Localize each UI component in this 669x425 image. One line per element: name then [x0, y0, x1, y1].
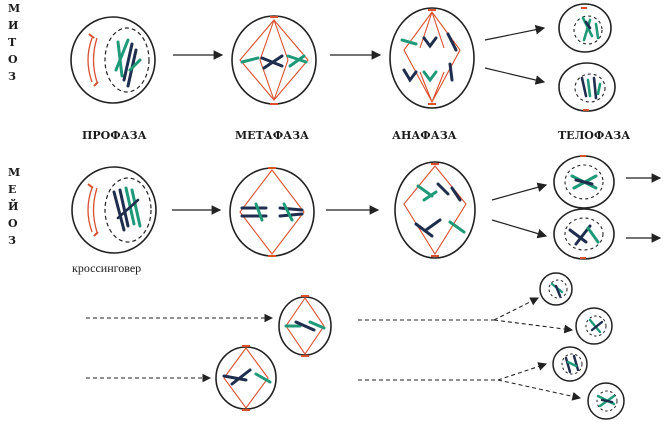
mitosis-letter: М	[8, 2, 20, 15]
dashed-arrow	[493, 319, 574, 334]
meiosis-telophase1-cell-top	[553, 155, 615, 209]
arrow	[484, 24, 546, 41]
phase-label-anaphase: АНАФАЗА	[392, 129, 457, 142]
meiosis-letter: О	[8, 217, 18, 230]
meiosis-telophase1-cell-bottom	[553, 208, 615, 260]
gamete-cell-1	[539, 272, 573, 306]
gamete-cell-4	[587, 382, 625, 420]
meiosis-letter: Е	[8, 183, 16, 196]
dashed-arrow	[493, 297, 539, 321]
mitosis-anaphase-cell	[389, 7, 475, 109]
phase-label-telophase: ТЕЛОФАЗА	[558, 129, 630, 142]
meiosis-metaphase2-cell-bottom	[215, 345, 277, 411]
mitosis-letter: З	[8, 70, 16, 83]
mitosis-telophase-cell-bottom	[558, 62, 616, 112]
mitosis-letter: О	[8, 53, 18, 66]
mitosis-telophase-cell-top	[558, 3, 612, 53]
meiosis-metaphase2-cell-top	[278, 295, 332, 357]
phase-label-prophase: ПРОФАЗА	[82, 129, 147, 142]
arrow	[491, 182, 548, 201]
meiosis-anaphase1-cell	[394, 161, 476, 259]
mitosis-prophase-cell	[70, 16, 156, 104]
mitosis-metaphase-cell	[231, 15, 317, 105]
gamete-cell-3	[552, 346, 588, 382]
arrow	[491, 219, 548, 239]
meiosis-side-label: М Е Й О З	[8, 166, 20, 247]
gamete-cell-2	[575, 307, 613, 345]
meiosis-prophase-cell	[71, 166, 157, 254]
crossover-label: кроссинговер	[72, 261, 141, 275]
mitosis-letter: Т	[8, 36, 17, 49]
meiosis-letter: Й	[8, 198, 18, 213]
arrow	[484, 67, 546, 85]
mitosis-side-label: М И Т О З	[8, 2, 20, 83]
meiosis-letter: М	[8, 166, 20, 179]
dashed-arrow	[497, 362, 548, 381]
mitosis-letter: И	[8, 19, 18, 32]
meiosis-letter: З	[8, 234, 16, 247]
meiosis-metaphase1-cell	[229, 167, 315, 257]
phase-labels: ПРОФАЗА МЕТАФАЗА АНАФАЗА ТЕЛОФАЗА	[82, 129, 630, 142]
dashed-arrow	[497, 379, 582, 401]
phase-label-metaphase: МЕТАФАЗА	[235, 129, 309, 142]
